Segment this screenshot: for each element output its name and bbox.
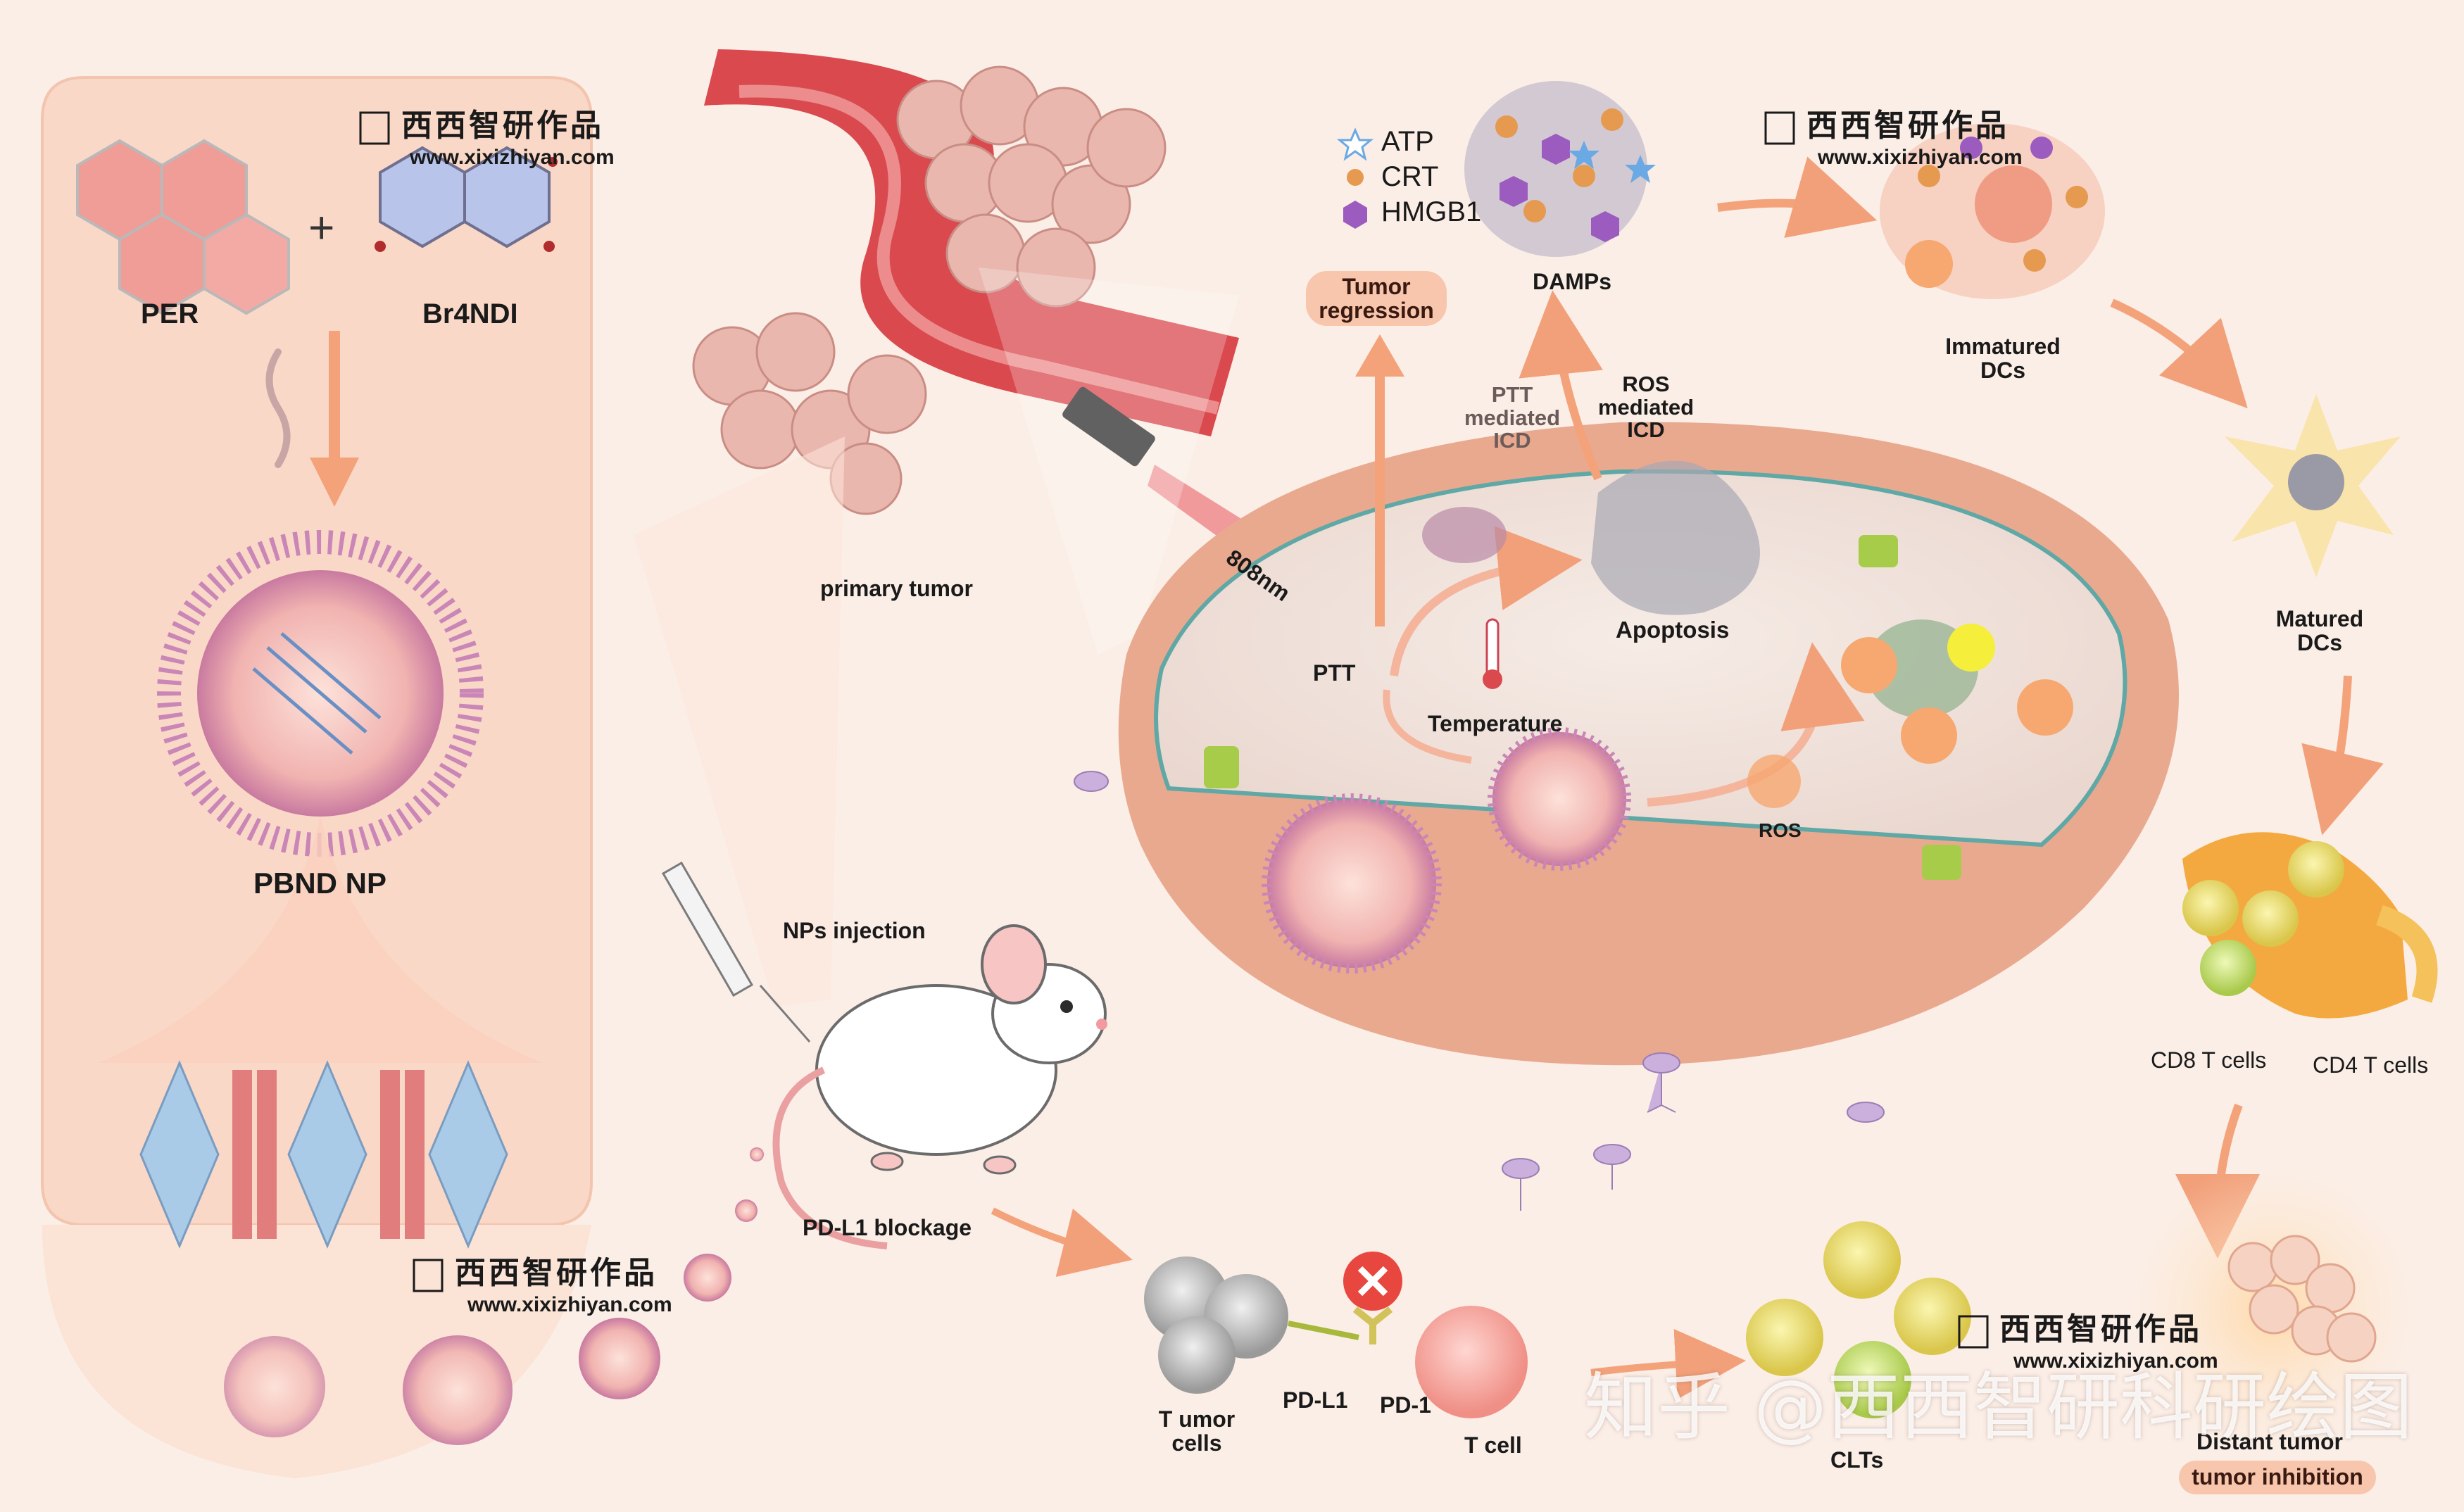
ptt-icd-line1: PTT [1491,382,1533,407]
syringe [661,861,811,1042]
watermark-title: 西西智研作品 [455,1255,658,1291]
br4ndi-molecule [375,146,558,252]
watermark-url: www.xixizhiyan.com [1818,146,2023,169]
label-plus: + [308,202,335,253]
label-cd4: CD4 T cells [2313,1052,2429,1078]
tumor-regression-badge: Tumor regression [1306,271,1447,326]
ros-icd-line2: mediated [1597,394,1695,420]
label-clts: CLTs [1830,1447,1884,1473]
per-molecule [76,139,290,315]
label-nps-injection: NPs injection [783,918,926,943]
mouse [772,924,1107,1249]
label-distant-tumor: Distant tumor [2196,1429,2343,1454]
crystal-stacks [139,1060,508,1249]
label-tumor-cells: T umor cells [1140,1406,1253,1456]
damps-legend-icons [1336,127,1374,229]
legend-hmgb1: HMGB1 [1381,196,1482,227]
circulating-nanoparticles [224,1147,764,1445]
tumor-cell [1074,422,2179,1211]
matured-dc [2225,394,2401,577]
label-ros: ROS [1759,819,1802,841]
ptt-icd-line2: mediated [1464,405,1561,430]
ptt-icd-line3: ICD [1493,428,1531,453]
matured-dcs-line2: DCs [2296,629,2342,655]
tumor-regression-line2: regression [1319,297,1434,323]
label-pdl1-blockage: PD-L1 blockage [803,1215,972,1240]
distant-tumor [2126,1161,2422,1457]
watermark-title: 西西智研作品 [1999,1311,2202,1347]
tumor-inhibition-badge: tumor inhibition [2179,1461,2376,1494]
immune-checkpoint [1144,1252,1528,1418]
immature-dcs-line2: DCs [1980,357,2025,383]
label-cd8: CD8 T cells [2151,1047,2267,1073]
matured-dcs-line1: Matured [2275,606,2364,631]
watermark-title: 西西智研作品 [1806,108,2009,144]
watermark-title: 西西智研作品 [401,108,604,144]
clts [1746,1221,1971,1418]
watermark-logos [359,111,1989,1349]
label-ptt: PTT [1313,660,1356,686]
label-t-cell: T cell [1464,1432,1522,1458]
label-immature-dcs: Immatured DCs [1932,334,2073,383]
label-br4ndi: Br4NDI [422,298,518,329]
label-matured-dcs: Matured DCs [2249,607,2390,655]
label-ros-icd: ROS mediated ICD [1590,372,1702,443]
ros-icd-line3: ICD [1627,417,1665,443]
label-temperature: Temperature [1428,711,1563,736]
lymph-node [2182,832,2438,1019]
immature-dcs-line1: Immatured [1945,334,2061,359]
label-per: PER [141,298,199,329]
watermark-url: www.xixizhiyan.com [467,1293,672,1316]
primary-tumor [692,65,1167,515]
watermark-url: www.xixizhiyan.com [2013,1349,2218,1373]
label-ptt-icd: PTT mediated ICD [1456,382,1569,453]
label-pd1: PD-1 [1380,1392,1431,1418]
watermark-url: www.xixizhiyan.com [410,146,615,169]
tumor-cells-line2: cells [1171,1430,1222,1456]
label-pdl1: PD-L1 [1283,1387,1348,1413]
tumor-regression-line1: Tumor [1342,274,1411,299]
legend-crt: CRT [1381,161,1439,192]
tumor-cells-line1: T umor [1158,1406,1236,1432]
ros-icd-line1: ROS [1622,372,1670,396]
label-primary-tumor: primary tumor [820,576,973,601]
zhihu-watermark: 知乎 @西西智研科研绘图 [1584,1364,2413,1450]
label-apoptosis: Apoptosis [1616,617,1730,643]
damps-cluster [1464,81,1656,257]
legend-atp: ATP [1381,126,1434,157]
immature-dc [1880,123,2105,299]
label-damps: DAMPs [1533,269,1612,294]
label-pbnd-np: PBND NP [253,867,387,900]
